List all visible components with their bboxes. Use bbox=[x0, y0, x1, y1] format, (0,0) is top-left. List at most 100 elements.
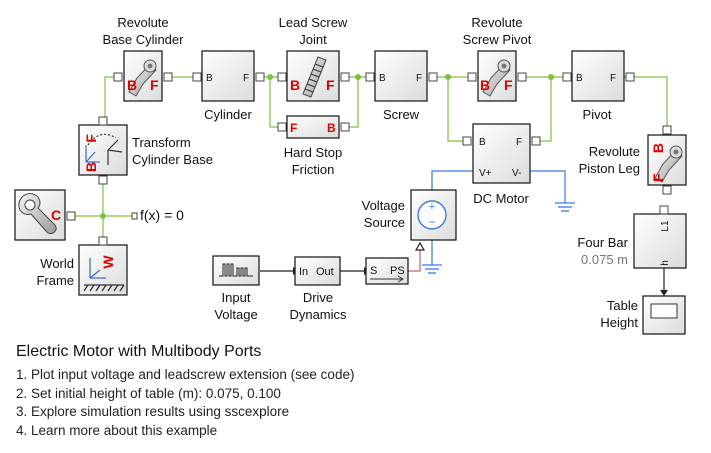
solver-configuration-block[interactable]: f(x) = 0 bbox=[131, 207, 184, 223]
screw-block[interactable]: B F Screw bbox=[365, 50, 438, 122]
port-f-label: F bbox=[504, 77, 513, 93]
input-voltage-block[interactable]: Input Voltage bbox=[212, 255, 260, 322]
line-cylinder-to-hardstop bbox=[269, 77, 280, 128]
line-dcmotor-vminus-to-ground bbox=[530, 170, 566, 203]
hard-stop-friction-block[interactable]: F B Hard Stop Friction bbox=[277, 115, 350, 177]
port-f-connector[interactable] bbox=[662, 185, 672, 195]
port-b-label: B bbox=[83, 162, 99, 172]
port-f-connector[interactable] bbox=[163, 72, 173, 82]
port-connector[interactable] bbox=[131, 212, 138, 220]
block-label-line1: Revolute bbox=[471, 15, 522, 30]
arrow-icon bbox=[370, 275, 404, 283]
block-label: Screw bbox=[383, 107, 420, 122]
port-h-label: h bbox=[660, 260, 671, 266]
port-b-connector[interactable] bbox=[277, 72, 287, 82]
port-f-connector[interactable] bbox=[277, 122, 287, 132]
port-b-label: B bbox=[479, 137, 486, 148]
port-vminus-label: V- bbox=[512, 168, 521, 179]
block-label: Cylinder bbox=[204, 107, 252, 122]
port-f-connector[interactable] bbox=[531, 136, 541, 146]
port-f-connector[interactable] bbox=[428, 72, 438, 82]
line-transform-to-config bbox=[69, 175, 104, 217]
table-height-scope-block[interactable]: Table Height bbox=[600, 295, 686, 335]
drive-dynamics-block[interactable]: In Out Drive Dynamics bbox=[289, 256, 347, 322]
lead-screw-icon bbox=[302, 56, 327, 98]
port-l1-label: L1 bbox=[660, 220, 671, 232]
four-bar-block[interactable]: L1 h Four Bar 0.075 m bbox=[577, 205, 687, 269]
port-w-connector[interactable] bbox=[98, 236, 108, 246]
port-b-connector[interactable] bbox=[113, 72, 123, 82]
dc-motor-block[interactable]: B F V+ V- DC Motor bbox=[462, 123, 541, 206]
block-label: Pivot bbox=[583, 107, 612, 122]
mechanism-configuration-block[interactable]: C bbox=[14, 189, 76, 241]
port-c-connector[interactable] bbox=[66, 211, 76, 221]
block-label-line1: Table bbox=[607, 298, 638, 313]
revolute-piston-leg-block[interactable]: B F Revolute Piston Leg bbox=[579, 125, 687, 195]
port-f-label: F bbox=[416, 73, 422, 84]
block-label-line1: Input bbox=[222, 290, 251, 305]
block-label-line1: World bbox=[40, 256, 74, 271]
revolute-joint-icon bbox=[128, 59, 157, 97]
port-f-label: F bbox=[610, 73, 616, 84]
block-label-line1: Voltage bbox=[362, 198, 405, 213]
note-set-initial-height[interactable]: 2. Set initial height of table (m): 0.07… bbox=[16, 385, 281, 401]
port-b-label: B bbox=[327, 121, 336, 135]
block-label-line2: Joint bbox=[299, 32, 327, 47]
port-b-connector[interactable] bbox=[467, 72, 477, 82]
port-f-label: F bbox=[243, 73, 249, 84]
voltage-source-block[interactable]: + − Voltage Source bbox=[362, 189, 457, 241]
block-label-line1: Revolute bbox=[589, 144, 640, 159]
port-f-connector[interactable] bbox=[98, 116, 108, 126]
rigid-transform-icon bbox=[85, 133, 123, 165]
note-plot-results[interactable]: 1. Plot input voltage and leadscrew exte… bbox=[16, 367, 355, 382]
cylinder-block[interactable]: B F Cylinder bbox=[192, 50, 265, 122]
port-f-label: F bbox=[650, 173, 666, 182]
simulink-ps-converter-block[interactable]: S PS bbox=[365, 257, 409, 285]
port-f-label: F bbox=[516, 137, 522, 148]
port-f-connector[interactable] bbox=[625, 72, 635, 82]
line-pivot-to-dcmotor-f bbox=[534, 77, 552, 142]
line-screw-to-dcmotor-b bbox=[447, 77, 463, 142]
block-label-line1: Transform bbox=[132, 135, 191, 150]
pivot-block[interactable]: B F Pivot bbox=[562, 50, 635, 122]
block-label: DC Motor bbox=[473, 191, 529, 206]
block-label-line2: Base Cylinder bbox=[103, 32, 185, 47]
port-b-connector[interactable] bbox=[462, 136, 472, 146]
port-s-label: S bbox=[370, 265, 377, 277]
port-out-label: Out bbox=[316, 266, 334, 278]
electrical-ground-icon bbox=[422, 264, 442, 274]
revolute-base-cylinder-block[interactable]: B F Revolute Base Cylinder bbox=[103, 15, 185, 102]
plus-sign: + bbox=[429, 201, 435, 213]
port-l1-connector[interactable] bbox=[659, 205, 669, 215]
port-b-label: B bbox=[290, 77, 300, 93]
note-learn-more[interactable]: 4. Learn more about this example bbox=[16, 422, 218, 438]
port-f-label: F bbox=[83, 134, 99, 143]
port-f-connector[interactable] bbox=[255, 72, 265, 82]
block-label-line1: Drive bbox=[303, 290, 333, 305]
port-b-label: B bbox=[379, 73, 386, 84]
port-f-label: F bbox=[150, 77, 159, 93]
notes-list: 1. Plot input voltage and leadscrew exte… bbox=[16, 366, 354, 440]
equation-label: f(x) = 0 bbox=[140, 207, 184, 223]
line-hardstop-to-screw bbox=[345, 77, 359, 128]
block-label-line1: Revolute bbox=[117, 15, 168, 30]
world-frame-block[interactable]: W World Frame bbox=[36, 236, 128, 296]
port-in-label: In bbox=[299, 266, 308, 278]
port-b-connector[interactable] bbox=[662, 125, 672, 135]
revolute-joint-icon bbox=[482, 59, 511, 97]
port-b-connector[interactable] bbox=[192, 72, 202, 82]
port-b-connector[interactable] bbox=[562, 72, 572, 82]
revolute-screw-pivot-block[interactable]: B F Revolute Screw Pivot bbox=[463, 15, 532, 102]
lead-screw-joint-block[interactable]: B F Lead Screw Joint bbox=[277, 15, 350, 102]
port-b-label: B bbox=[206, 73, 213, 84]
note-explore-results[interactable]: 3. Explore simulation results using ssce… bbox=[16, 404, 290, 419]
transform-cylinder-base-block[interactable]: F B Transform Cylinder Base bbox=[78, 116, 213, 185]
port-f-connector[interactable] bbox=[340, 72, 350, 82]
port-b-connector[interactable] bbox=[340, 122, 350, 132]
revolute-joint-icon bbox=[654, 145, 683, 183]
port-f-connector[interactable] bbox=[517, 72, 527, 82]
port-b-label: B bbox=[127, 77, 137, 93]
port-b-connector[interactable] bbox=[365, 72, 375, 82]
port-w-label: W bbox=[100, 255, 116, 269]
port-b-connector[interactable] bbox=[98, 175, 108, 185]
